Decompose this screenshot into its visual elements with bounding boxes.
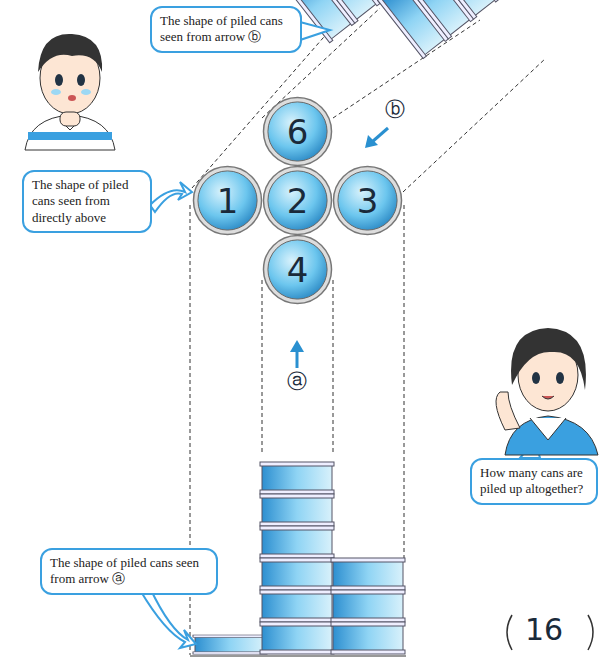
page-number: 16 xyxy=(525,612,563,647)
callout-bubble: The shape of piled cans seen from direct… xyxy=(22,170,152,233)
callout-text: How many cans are piled up altogether? xyxy=(480,465,588,498)
callout-text: The shape of piled cans seen from arrow … xyxy=(50,555,208,588)
can-circle: 1 xyxy=(192,165,263,236)
can-number: 3 xyxy=(357,181,379,221)
can-circle: 3 xyxy=(332,165,403,236)
callout-bubble: The shape of piled cans seen from arrow … xyxy=(150,6,302,53)
can-circle: 4 xyxy=(262,234,333,305)
callout-bubble: The shape of piled cans seen from arrow … xyxy=(40,548,218,595)
arrow-label: ⓐ xyxy=(287,368,307,395)
can-number: 4 xyxy=(287,250,309,290)
speech-bubble: How many cans are piled up altogether? xyxy=(470,458,598,505)
can-circle: 2 xyxy=(262,165,333,236)
arrow-label: ⓑ xyxy=(385,96,405,123)
callout-text: The shape of piled cans seen from direct… xyxy=(32,177,142,226)
can-number: 6 xyxy=(287,112,309,152)
girl-figure xyxy=(496,328,598,455)
can-circle: 6 xyxy=(262,96,333,167)
boy-figure xyxy=(25,34,115,150)
can-number: 2 xyxy=(287,181,309,221)
callout-text: The shape of piled cans seen from arrow … xyxy=(160,13,292,46)
can-number: 1 xyxy=(217,181,239,221)
